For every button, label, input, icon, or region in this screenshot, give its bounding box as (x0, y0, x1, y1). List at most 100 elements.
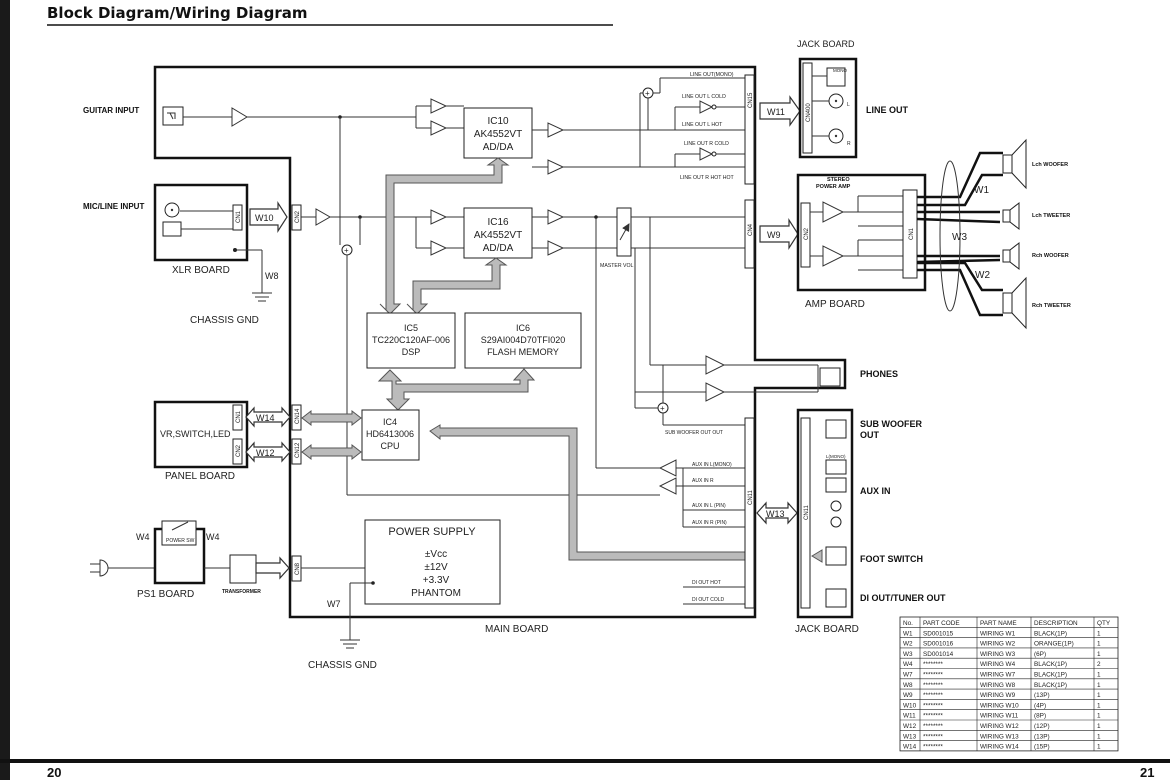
ic16-input-amp-1 (430, 209, 448, 225)
aux-rca-l-icon (830, 500, 842, 512)
transformer-box (229, 554, 257, 584)
parts-table-cell: WIRING W13 (980, 733, 1019, 740)
xlr-cn1 (232, 204, 243, 231)
aux-jack-r-icon (825, 477, 847, 493)
ic16-part: AK4552VT (474, 230, 522, 241)
amp-cn2 (800, 202, 811, 268)
parts-table-header-cell: No. (903, 620, 913, 627)
jack-bottom-cn11-label: CN11 (804, 504, 810, 520)
aux-l-mono-label: L(MONO) (826, 454, 846, 459)
line-out-r-inverter-bubble (711, 151, 717, 157)
parts-table-cell: WIRING W12 (980, 723, 1019, 730)
page-title: Block Diagram/Wiring Diagram (47, 4, 308, 22)
sig-line-out-mono: LINE OUT(MONO) (690, 72, 734, 78)
chassis-gnd-2: CHASSIS GND (308, 660, 377, 671)
ic6-name: IC6 (516, 323, 530, 333)
parts-table-cell: SD001016 (923, 641, 954, 648)
xlr-input-jack-icon (162, 221, 182, 237)
rch-woofer-cone (1009, 241, 1020, 271)
w8-label: W8 (265, 271, 279, 281)
rch-woofer-magnet (1002, 249, 1011, 263)
power-switch-label: POWER SW (166, 538, 195, 544)
ic10-part: AK4552VT (474, 129, 522, 140)
parts-table-cell: 1 (1097, 682, 1101, 689)
mic-preamp (315, 208, 332, 226)
parts-table-cell: 1 (1097, 651, 1101, 658)
w10-arrow (249, 200, 288, 234)
mic-line-input-label: MIC/LINE INPUT (83, 202, 144, 211)
sig-di-out-cold: DI OUT COLD (692, 597, 725, 603)
w9-arrow (759, 217, 799, 251)
sig-line-out-r-cold: LINE OUT R COLD (684, 141, 729, 147)
cn14-label: CN14 (295, 408, 301, 424)
bus-cn12-cpu (301, 443, 362, 461)
parts-table-cell: WIRING W8 (980, 682, 1016, 689)
parts-table-cell: 1 (1097, 744, 1101, 751)
phones-amp-2 (705, 382, 726, 402)
ps-line-4: PHANTOM (411, 588, 461, 599)
cn8-label: CN8 (295, 562, 301, 575)
w3-label: W3 (952, 232, 967, 243)
lch-tweeter-magnet (1002, 209, 1011, 223)
page-number-left: 20 (47, 765, 61, 780)
ic4-func: CPU (380, 441, 399, 451)
parts-table-cell: (13P) (1034, 692, 1050, 699)
ic10-output-amp-1 (547, 122, 565, 138)
master-vol-wiper (619, 223, 630, 241)
parts-table-cell: ******** (923, 661, 943, 668)
amp-title-2: POWER AMP (816, 184, 851, 190)
panel-desc: VR,SWITCH,LED (160, 429, 231, 439)
power-switch[interactable] (161, 520, 197, 546)
di-out-jack-icon (825, 588, 847, 608)
parts-table-cell: W11 (903, 713, 916, 720)
lch-tweeter-label: Lch TWEETER (1032, 213, 1070, 219)
parts-table-cell: BLACK(1P) (1034, 661, 1067, 668)
chassis-gnd-1: CHASSIS GND (190, 315, 259, 326)
parts-table-header-cell: PART CODE (923, 620, 960, 627)
mv-tap-dot (594, 215, 598, 219)
parts-table-cell: 1 (1097, 702, 1101, 709)
parts-table-cell: W13 (903, 733, 917, 740)
power-switch-lever (171, 521, 189, 531)
parts-table-cell: W14 (903, 744, 917, 751)
parts-table-cell: 1 (1097, 630, 1101, 637)
parts-table-cell: 1 (1097, 692, 1101, 699)
xlr-board (153, 183, 249, 262)
bus-ic16-dsp (406, 257, 508, 315)
parts-table-cell: WIRING W4 (980, 661, 1016, 668)
parts-table-cell: WIRING W9 (980, 692, 1016, 699)
sig-sub-woofer-out: SUB WOOFER OUT OUT (665, 430, 723, 436)
amp-board-label: AMP BOARD (805, 299, 865, 310)
sub-woofer-out-label-1: SUB WOOFER (860, 419, 922, 429)
jack-board-bottom (796, 408, 854, 619)
parts-table-border (899, 616, 1119, 752)
w11-label: W11 (767, 107, 785, 117)
speaker-cable-rt-neg (917, 261, 1003, 292)
ic10-output-amp-2 (547, 159, 565, 175)
ic16-func: AD/DA (483, 243, 514, 254)
panel-cn1 (232, 404, 243, 431)
aux-in-label: AUX IN (860, 486, 891, 496)
parts-table-cell: (6P) (1034, 651, 1046, 658)
xlr-board-label: XLR BOARD (172, 265, 230, 276)
parts-table-cell: WIRING W14 (980, 744, 1019, 751)
parts-table-cell: ******** (923, 744, 943, 751)
phones-label: PHONES (860, 369, 898, 379)
ic10-name: IC10 (487, 116, 509, 127)
main-board-label: MAIN BOARD (485, 624, 548, 635)
panel-cn2-label: CN2 (236, 444, 242, 457)
parts-table-cell: ORANGE(1P) (1034, 641, 1074, 648)
foot-switch-jack-icon (811, 549, 823, 563)
parts-table-cell: ******** (923, 723, 943, 730)
xlr-r-pin (834, 134, 838, 138)
ac-plug-icon (90, 559, 109, 577)
lch-woofer-label: Lch WOOFER (1032, 162, 1068, 168)
rch-tweeter-speaker (1002, 276, 1027, 330)
aux-rca-r-icon (830, 516, 842, 528)
lch-woofer-cone (1011, 138, 1027, 190)
parts-table-cell: WIRING W1 (980, 630, 1016, 637)
parts-table-cell: ******** (923, 702, 943, 709)
parts-table-cell: BLACK(1P) (1034, 682, 1067, 689)
parts-table-header-cell: PART NAME (980, 620, 1017, 627)
